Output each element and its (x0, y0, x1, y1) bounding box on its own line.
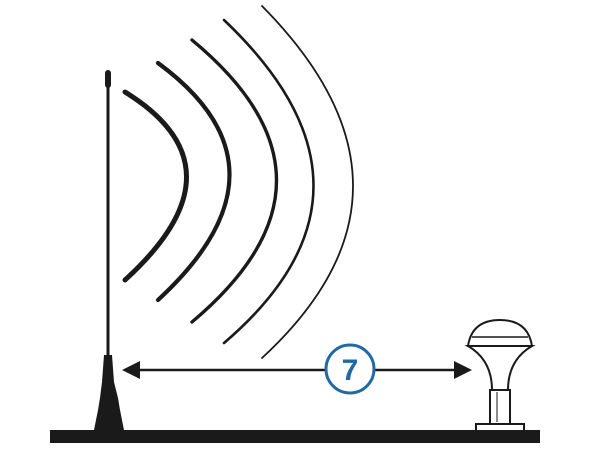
callout-badge: 7 (324, 343, 376, 395)
radio-wave-3 (190, 38, 279, 324)
gps-mount-plate (475, 423, 525, 432)
gps-antenna-icon (464, 318, 536, 432)
vhf-antenna-icon (94, 70, 124, 430)
mounting-surface (50, 430, 540, 443)
radio-wave-5 (261, 5, 354, 359)
radio-wave-2 (155, 60, 232, 303)
vhf-antenna-tip (105, 70, 111, 88)
radio-wave-1 (122, 89, 189, 283)
callout-circle (324, 343, 376, 395)
arrowhead-right (454, 361, 472, 379)
gps-neck (464, 345, 536, 391)
arrowhead-left (122, 361, 140, 379)
callout-number: 7 (342, 354, 359, 387)
double-arrow-icon (122, 361, 472, 379)
radio-wave-4 (222, 18, 315, 345)
radio-wave-icon (122, 5, 354, 359)
gps-mast (489, 389, 511, 425)
vhf-antenna-base (94, 355, 124, 430)
gps-dome (466, 318, 534, 347)
